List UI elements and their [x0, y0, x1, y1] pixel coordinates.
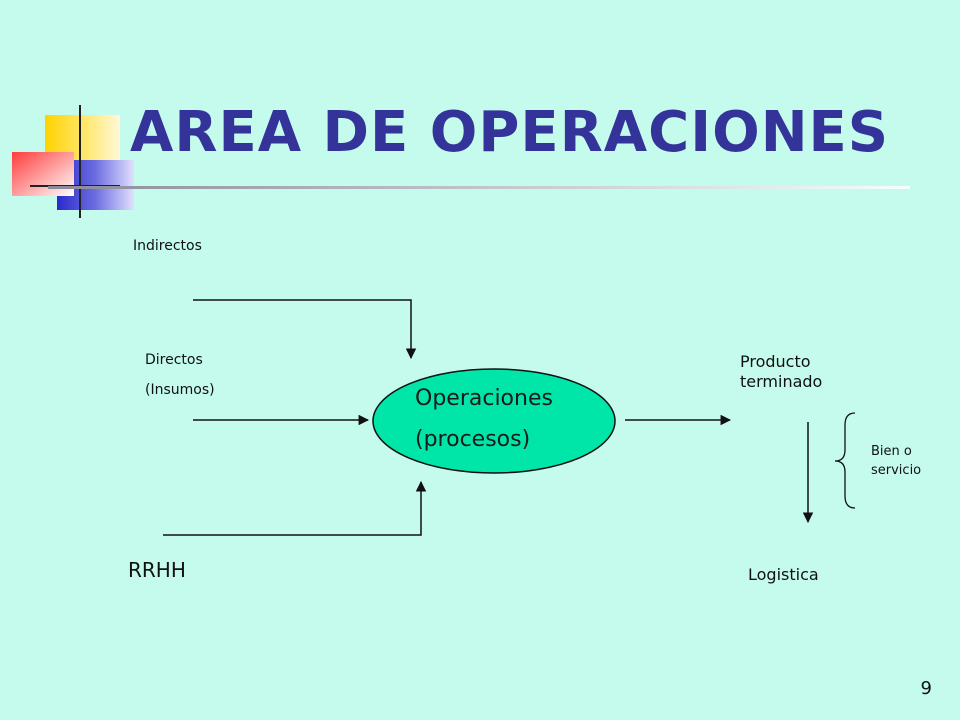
process-oval — [372, 368, 616, 474]
deco-red-square — [12, 152, 74, 196]
decorative-squares — [12, 105, 134, 218]
label-bien: Bien o — [871, 444, 912, 459]
indirectos-arrow — [193, 299, 417, 360]
process-label-line2: (procesos) — [415, 427, 531, 452]
process-label-line1: Operaciones — [415, 386, 553, 411]
label-directos: Directos — [145, 352, 203, 368]
label-indirectos: Indirectos — [133, 238, 202, 254]
title-underline — [48, 186, 910, 189]
rrhh-arrow — [163, 480, 427, 536]
label-servicio: servicio — [871, 463, 922, 478]
label-rrhh: RRHH — [128, 558, 186, 582]
page-number: 9 — [920, 678, 932, 699]
bien-servicio-brace — [834, 412, 856, 509]
label-bien-servicio: Bien o servicio — [871, 442, 921, 480]
page-title: AREA DE OPERACIONES — [130, 100, 890, 165]
label-logistica: Logistica — [748, 565, 819, 584]
label-producto-terminado: Producto terminado — [740, 352, 822, 392]
process-label: Operaciones (procesos) — [370, 378, 615, 460]
label-insumos: (Insumos) — [145, 382, 215, 398]
label-terminado: terminado — [740, 372, 823, 391]
label-producto: Producto — [740, 352, 811, 371]
